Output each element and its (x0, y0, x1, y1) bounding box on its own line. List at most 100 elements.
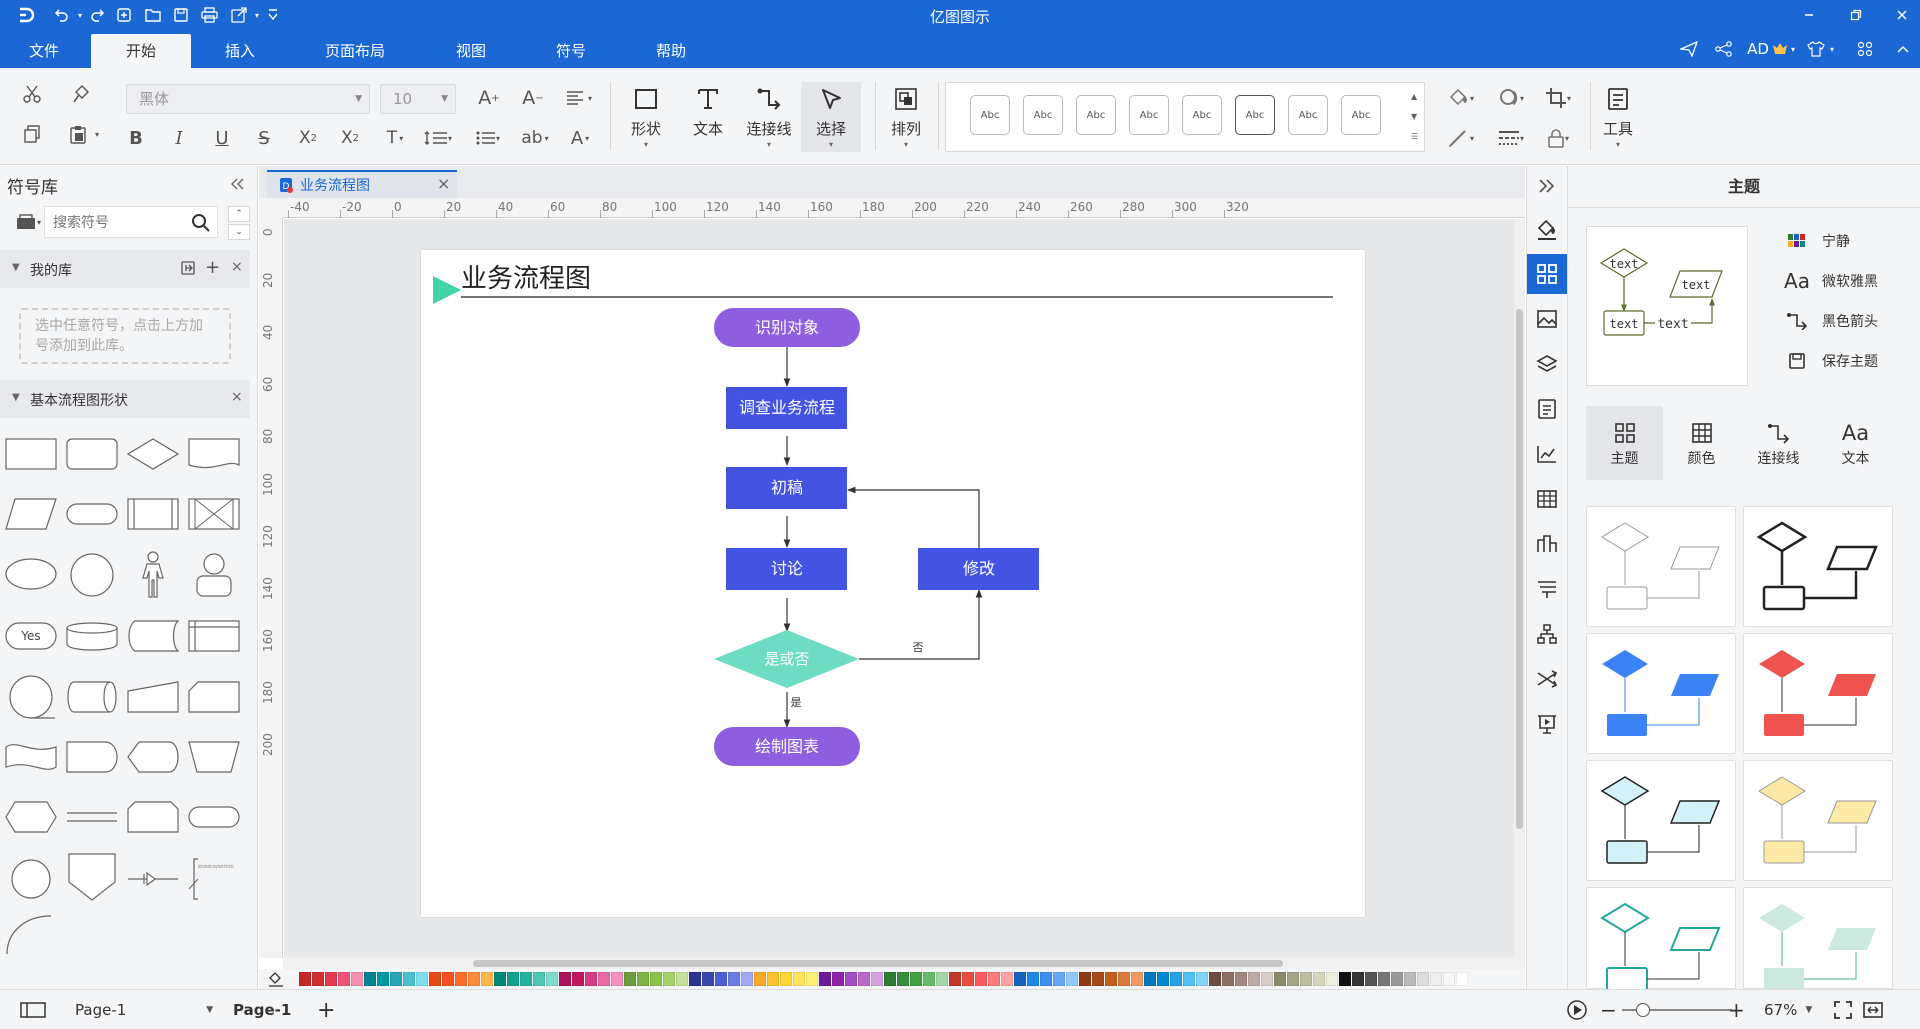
annotation-shape[interactable]: Drag the side handles to change the widt… (188, 856, 240, 902)
color-swatch[interactable] (377, 972, 389, 986)
scroll-down-button[interactable]: ⌄ (228, 224, 250, 240)
color-swatch[interactable] (676, 972, 688, 986)
color-swatch[interactable] (1105, 972, 1117, 986)
theme-option-font[interactable]: Aa 微软雅黑 (1784, 267, 1878, 295)
color-swatch[interactable] (1183, 972, 1195, 986)
color-swatch[interactable] (1131, 972, 1143, 986)
chart-panel-icon[interactable] (1527, 434, 1567, 474)
undo-icon[interactable] (50, 3, 74, 27)
page-panel-icon[interactable] (1527, 389, 1567, 429)
color-swatch[interactable] (1092, 972, 1104, 986)
parallel-mode-shape[interactable] (66, 799, 118, 835)
paste-icon[interactable] (66, 122, 90, 146)
theme-option-connector[interactable]: 黑色箭头 (1784, 307, 1878, 335)
theme-card[interactable] (1586, 760, 1736, 881)
copy-icon[interactable] (20, 122, 44, 146)
node-decision-label[interactable]: 是或否 (764, 650, 809, 668)
internal-storage-shape[interactable] (188, 618, 240, 654)
loop-limit-shape[interactable] (127, 799, 179, 835)
theme-preview[interactable]: text text text text (1586, 226, 1748, 386)
paste-dropdown-icon[interactable]: ▾ (94, 129, 99, 139)
no-fill-bucket-icon[interactable] (268, 971, 284, 991)
color-swatch[interactable] (1443, 972, 1455, 986)
color-swatch[interactable] (663, 972, 675, 986)
color-swatch[interactable] (507, 972, 519, 986)
new-file-icon[interactable] (112, 3, 136, 27)
font-color-icon[interactable]: A▾ (570, 127, 590, 149)
increase-font-icon[interactable]: A+ (478, 87, 500, 109)
drawing-canvas[interactable]: 业务流程图 否 是 识别对象 调查业务流程 初稿 (284, 219, 1514, 957)
user-initials[interactable]: AD (1747, 40, 1769, 58)
theme-card[interactable] (1743, 760, 1893, 881)
menu-insert[interactable]: 插入 (224, 42, 255, 60)
edge-label-no[interactable]: 否 (913, 641, 924, 654)
card-shape[interactable] (188, 679, 240, 715)
menu-file[interactable]: 文件 (28, 42, 59, 60)
color-swatch[interactable] (1300, 972, 1312, 986)
off-page-reference-shape[interactable] (66, 852, 118, 902)
color-swatch[interactable] (442, 972, 454, 986)
color-swatch[interactable] (767, 972, 779, 986)
color-swatch[interactable] (351, 972, 363, 986)
color-swatch[interactable] (884, 972, 896, 986)
import-library-icon[interactable] (180, 260, 196, 280)
color-swatch[interactable] (1014, 972, 1026, 986)
color-swatch[interactable] (1066, 972, 1078, 986)
collapse-ribbon-icon[interactable] (1893, 38, 1913, 60)
fit-page-icon[interactable] (1833, 990, 1853, 1029)
color-swatch[interactable] (650, 972, 662, 986)
fill-bucket-icon[interactable]: ▾ (1443, 84, 1479, 112)
close-section-icon[interactable]: × (231, 389, 243, 405)
circle-shape[interactable] (66, 552, 118, 598)
arc-shape[interactable] (5, 910, 57, 956)
document-shape[interactable] (188, 436, 240, 472)
color-swatch[interactable] (702, 972, 714, 986)
process-shape[interactable] (5, 436, 57, 472)
gallery-scroll-buttons[interactable]: ▲▼☰ (1411, 92, 1419, 141)
color-swatch[interactable] (1196, 972, 1208, 986)
style-swatch[interactable]: Abc (1288, 95, 1328, 135)
color-swatch[interactable] (416, 972, 428, 986)
flow-arrow-shape[interactable] (127, 861, 179, 897)
color-swatch[interactable] (1248, 972, 1260, 986)
underline-icon[interactable]: U (215, 127, 229, 149)
add-page-icon[interactable]: + (317, 997, 336, 1023)
yes-badge-shape[interactable]: Yes (5, 618, 57, 654)
expand-panel-icon[interactable] (1527, 166, 1567, 206)
bullet-list-icon[interactable]: ▾ (470, 124, 506, 152)
font-size-select[interactable]: 10▼ (380, 84, 456, 114)
preparation-shape[interactable] (5, 799, 57, 835)
color-swatch[interactable] (1053, 972, 1065, 986)
cut-icon[interactable] (20, 82, 44, 106)
color-swatch[interactable] (1001, 972, 1013, 986)
color-swatch[interactable] (533, 972, 545, 986)
customize-quick-access-icon[interactable] (261, 3, 285, 27)
punched-tape-shape[interactable] (5, 739, 57, 775)
color-swatch[interactable] (923, 972, 935, 986)
redo-icon[interactable] (85, 3, 109, 27)
save-icon[interactable] (169, 3, 193, 27)
ellipse-shape[interactable] (5, 556, 57, 592)
node-decision-shape[interactable] (714, 630, 859, 688)
color-swatch[interactable] (520, 972, 532, 986)
node-draft-shape[interactable] (726, 467, 847, 509)
color-swatch[interactable] (611, 972, 623, 986)
color-swatch[interactable] (988, 972, 1000, 986)
style-swatch[interactable]: Abc (1341, 95, 1381, 135)
crop-icon[interactable]: ▾ (1540, 84, 1576, 112)
send-icon[interactable] (1678, 38, 1700, 60)
color-swatch[interactable] (1417, 972, 1429, 986)
menu-page-layout[interactable]: 页面布局 (324, 42, 385, 60)
add-library-icon[interactable]: + (205, 257, 221, 278)
print-icon[interactable] (197, 3, 221, 27)
style-swatch[interactable]: Abc (1235, 95, 1275, 135)
color-swatch[interactable] (1079, 972, 1091, 986)
horizontal-scrollbar[interactable] (283, 957, 1525, 969)
fill-panel-icon[interactable] (1527, 209, 1567, 249)
menu-home[interactable]: 开始 (91, 34, 191, 68)
text-case-icon[interactable]: ab▾ (521, 128, 549, 148)
color-swatch[interactable] (1222, 972, 1234, 986)
font-family-select[interactable]: 黑体▼ (126, 84, 370, 114)
color-swatch[interactable] (1027, 972, 1039, 986)
line-color-icon[interactable]: ▾ (1443, 124, 1479, 152)
